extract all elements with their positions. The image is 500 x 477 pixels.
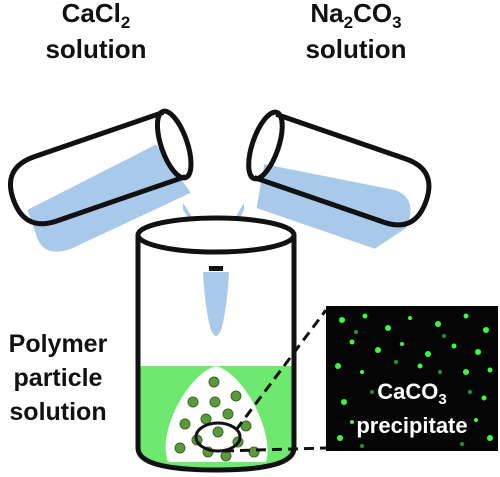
cacl2-label-line2: solution: [45, 34, 146, 64]
svg-text:Na2CO3: Na2CO3: [310, 0, 401, 32]
particle-cluster: [174, 376, 260, 462]
na2co3-label-sub1: 2: [344, 13, 353, 32]
polymer-label-line1: Polymer: [9, 330, 108, 358]
left-tube-liquid: [27, 144, 191, 252]
microscope-inset-icon: CaCO3 precipitate: [326, 306, 498, 451]
polymer-label-line2: particle: [14, 364, 103, 392]
cacl2-label-main: CaCl: [62, 0, 121, 28]
na2co3-label-pre: Na: [310, 0, 344, 28]
svg-text:CaCO3: CaCO3: [377, 379, 446, 408]
svg-text:CaCl2: CaCl2: [62, 0, 131, 32]
polymer-label-line3: solution: [9, 398, 106, 426]
na2co3-label-sub2: 3: [392, 13, 401, 32]
right-test-tube-icon: [246, 109, 432, 249]
zoom-connector: [223, 309, 328, 453]
beaker-icon: [135, 215, 297, 473]
cacl2-label-sub: 2: [121, 13, 130, 32]
highlight-ring: [194, 421, 242, 453]
caco3-label-sub: 3: [438, 391, 446, 408]
caco3-label-main: CaCO: [377, 379, 438, 404]
na2co3-label: Na2CO3 solution: [305, 0, 406, 64]
na2co3-label-line2: solution: [305, 34, 406, 64]
inset-glow-particles: [335, 313, 493, 441]
cacl2-label: CaCl2 solution: [45, 0, 146, 64]
left-test-tube-icon: [7, 108, 194, 252]
na2co3-label-mid: CO: [353, 0, 392, 28]
inset-glow-faint: [354, 330, 472, 448]
reaction-zone: [165, 366, 268, 462]
polymer-label: Polymer particle solution: [9, 330, 108, 426]
caco3-label-line2: precipitate: [356, 413, 467, 438]
droplet-icon: [203, 272, 229, 336]
